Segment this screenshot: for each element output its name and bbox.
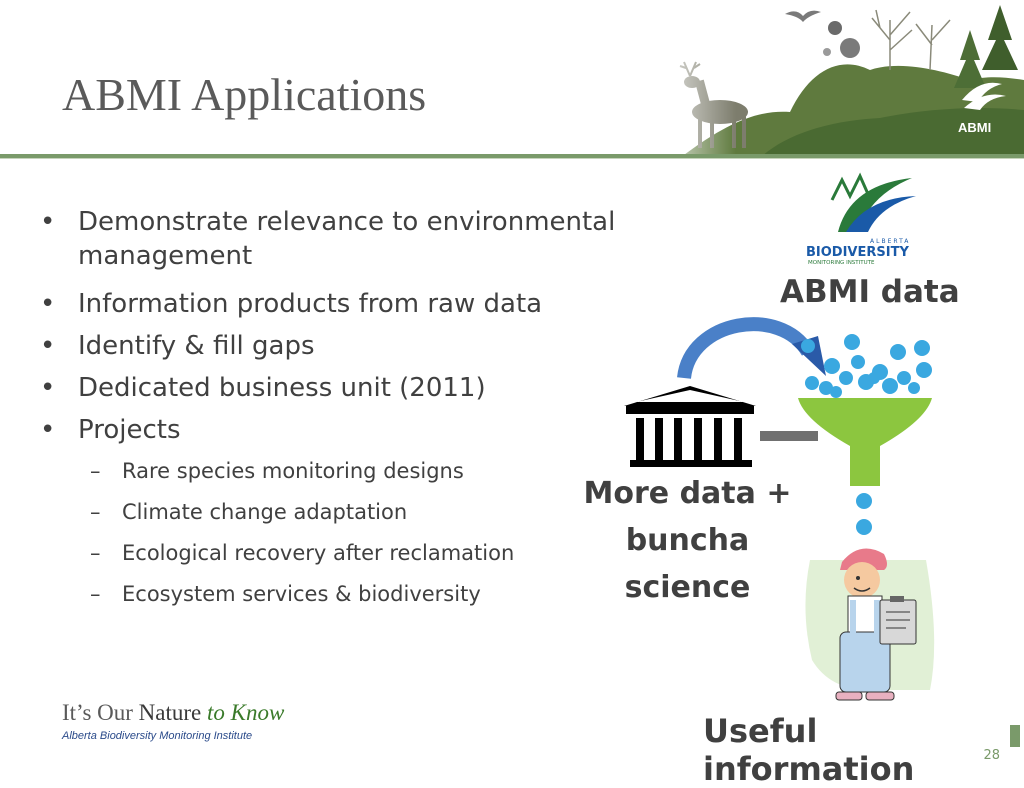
abmi-banner-logo: ABMI (958, 82, 1006, 135)
sub-bullet-container: Rare species monitoring designs Climate … (40, 451, 620, 615)
tagline-part-c: to Know (201, 700, 285, 725)
tagline-part-b: Nature (138, 700, 202, 725)
abmi-data-label: ABMI data (780, 274, 960, 310)
grey-arrow-icon (760, 431, 818, 441)
worker-icon (835, 548, 917, 701)
tagline-part-a: It’s Our (62, 700, 139, 725)
bullet-list: Demonstrate relevance to environmental m… (40, 205, 620, 615)
bullet-item: Identify & fill gaps (40, 325, 620, 367)
data-dots (801, 334, 932, 535)
biodiversity-logo: ALBERTA BIODIVERSITY MONITORING INSTITUT… (806, 172, 916, 266)
svg-text:BIODIVERSITY: BIODIVERSITY (806, 245, 909, 260)
svg-text:ABMI: ABMI (958, 120, 991, 135)
sub-bullet-item: Ecosystem services & biodiversity (40, 574, 620, 615)
more-data-line-2: buncha science (624, 523, 751, 605)
footer-organization: Alberta Biodiversity Monitoring Institut… (62, 730, 253, 742)
bullet-item: Projects (40, 409, 620, 451)
sub-bullet-item: Rare species monitoring designs (40, 451, 620, 492)
bullet-item: Information products from raw data (40, 283, 620, 325)
svg-text:ALBERTA: ALBERTA (870, 238, 910, 245)
svg-text:MONITORING INSTITUTE: MONITORING INSTITUTE (808, 260, 875, 266)
institution-icon (624, 386, 756, 467)
sub-bullet-item: Ecological recovery after reclamation (40, 533, 620, 574)
sub-bullet-list: Rare species monitoring designs Climate … (40, 451, 620, 615)
sub-bullet-item: Climate change adaptation (40, 492, 620, 533)
page-number: 28 (983, 748, 1000, 763)
more-data-label: More data + buncha science (560, 470, 815, 611)
more-data-line-1: More data + (583, 476, 792, 511)
title-divider (0, 154, 1024, 158)
diagram-art: ALBERTA BIODIVERSITY MONITORING INSTITUT… (624, 172, 935, 701)
curved-arrow-icon (677, 317, 815, 380)
bullet-item: Demonstrate relevance to environmental m… (40, 205, 620, 273)
title-divider-light (0, 158, 1024, 159)
footer-tagline: It’s Our Nature to Know (62, 700, 284, 726)
nature-banner: ABMI (640, 0, 1024, 158)
funnel-icon (798, 398, 932, 486)
slide-title: ABMI Applications (62, 69, 427, 120)
bullet-item: Dedicated business unit (2011) (40, 367, 620, 409)
slide: ABMI ABMI Applications Demonstrate relev… (0, 0, 1024, 768)
corner-accent (1010, 725, 1020, 747)
